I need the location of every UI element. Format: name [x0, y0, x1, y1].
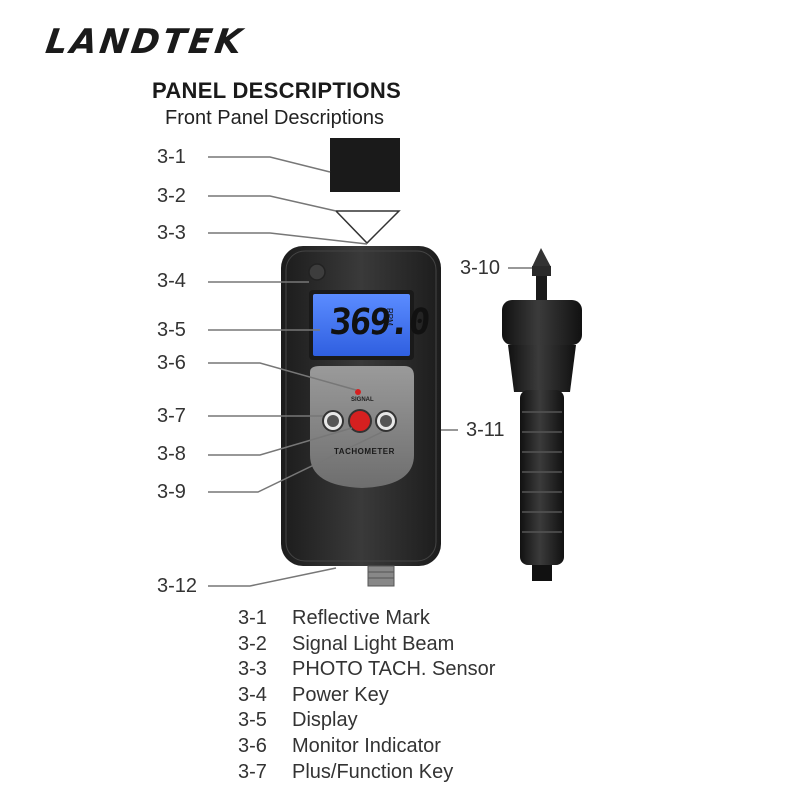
- legend-label: Reflective Mark: [292, 607, 430, 629]
- legend-label: Signal Light Beam: [292, 632, 455, 655]
- legend-code: 3-5: [238, 709, 267, 732]
- contact-probe-head: [502, 300, 582, 345]
- indicator-label: SIGNAL: [351, 397, 374, 403]
- power-key: [308, 263, 326, 281]
- legend-item: 3-2 Signal Light Beam: [238, 632, 495, 658]
- sensor-connector: [367, 565, 395, 587]
- signal-light-beam: [334, 210, 401, 245]
- legend-item: 3-6 Monitor Indicator: [238, 734, 495, 760]
- callout-3-12: 3-12: [157, 575, 198, 597]
- legend-item: 3-1 Reflective Mark: [238, 606, 495, 632]
- display-reading: 369.0: [327, 302, 431, 343]
- page-title: PANEL DESCRIPTIONS: [152, 78, 402, 103]
- legend-code: 3-1: [238, 607, 267, 629]
- legend-code: 3-7: [238, 760, 267, 783]
- page-subtitle: Front Panel Descriptions: [165, 107, 384, 129]
- legend-item: 3-7 Plus/Function Key: [238, 760, 495, 786]
- callout-3-3: 3-3: [157, 222, 186, 244]
- lcd-display: [313, 294, 410, 356]
- callout-3-6: 3-6: [157, 352, 186, 374]
- legend-item: 3-3 PHOTO TACH. Sensor: [238, 657, 495, 683]
- callout-3-7: 3-7: [157, 405, 186, 427]
- callout-3-1: 3-1: [157, 146, 186, 168]
- monitor-indicator: [355, 389, 361, 395]
- legend-label: Monitor Indicator: [292, 734, 441, 757]
- legend-item: 3-5 Display: [238, 708, 495, 734]
- legend-item: 3-4 Power Key: [238, 683, 495, 709]
- measure-key: [348, 409, 372, 433]
- legend-label: PHOTO TACH. Sensor: [292, 658, 496, 681]
- callout-3-4: 3-4: [157, 270, 186, 292]
- legend-label: Plus/Function Key: [292, 760, 454, 783]
- contact-probe-handle: [520, 390, 564, 565]
- probe-tip: [532, 248, 551, 267]
- model-label: TACHOMETER: [334, 447, 395, 456]
- legend-label: Power Key: [292, 683, 389, 706]
- callout-3-10: 3-10: [460, 257, 501, 279]
- callout-3-5: 3-5: [157, 319, 186, 341]
- callout-3-8: 3-8: [157, 443, 186, 465]
- callout-3-11: 3-11: [466, 419, 505, 441]
- legend-code: 3-4: [238, 683, 267, 706]
- leader-lines: [208, 156, 532, 587]
- display-unit: RPM: [385, 308, 394, 326]
- reflective-mark: [330, 138, 400, 192]
- callout-3-2: 3-2: [157, 185, 186, 207]
- legend-label: Display: [292, 709, 358, 732]
- callout-3-9: 3-9: [157, 481, 186, 503]
- legend-code: 3-6: [238, 734, 267, 757]
- legend-code: 3-2: [238, 632, 267, 655]
- legend-code: 3-3: [238, 658, 267, 681]
